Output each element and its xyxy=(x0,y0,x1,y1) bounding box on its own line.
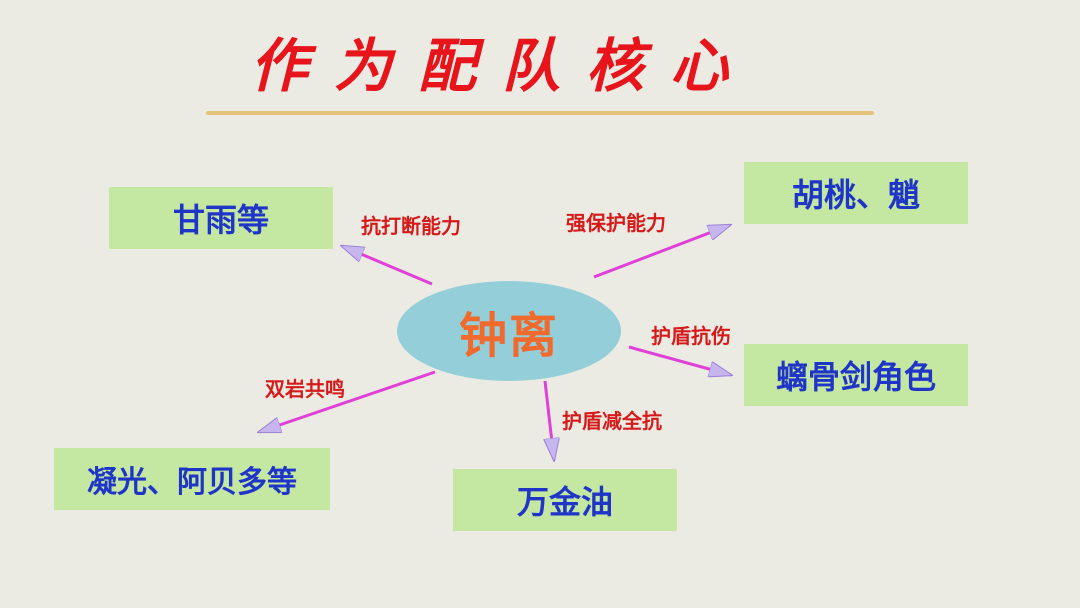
node-hutao: 胡桃、魈 xyxy=(744,162,968,224)
page-title: 作为配队核心 xyxy=(250,32,755,100)
arrow-to-wanjin xyxy=(543,380,554,460)
edge-label-ganyu: 抗打断能力 xyxy=(361,214,461,238)
title-underline xyxy=(206,111,874,115)
edge-label-chiyu: 护盾抗伤 xyxy=(651,324,731,348)
arrow-to-ganyu xyxy=(342,246,433,286)
node-chiyu: 螭骨剑角色 xyxy=(744,344,968,406)
edge-label-wanjin: 护盾减全抗 xyxy=(562,409,662,433)
edge-label-hutao: 强保护能力 xyxy=(566,211,666,235)
arrow-to-ningguang xyxy=(259,370,436,434)
edge-label-ningguang: 双岩共鸣 xyxy=(265,377,345,401)
node-wanjin: 万金油 xyxy=(453,469,677,531)
node-ganyu: 甘雨等 xyxy=(109,187,333,249)
arrow-to-chiyu xyxy=(628,345,731,375)
node-ningguang: 凝光、阿贝多等 xyxy=(54,448,330,510)
arrow-to-hutao xyxy=(593,223,730,279)
center-node: 钟离 xyxy=(397,281,621,381)
